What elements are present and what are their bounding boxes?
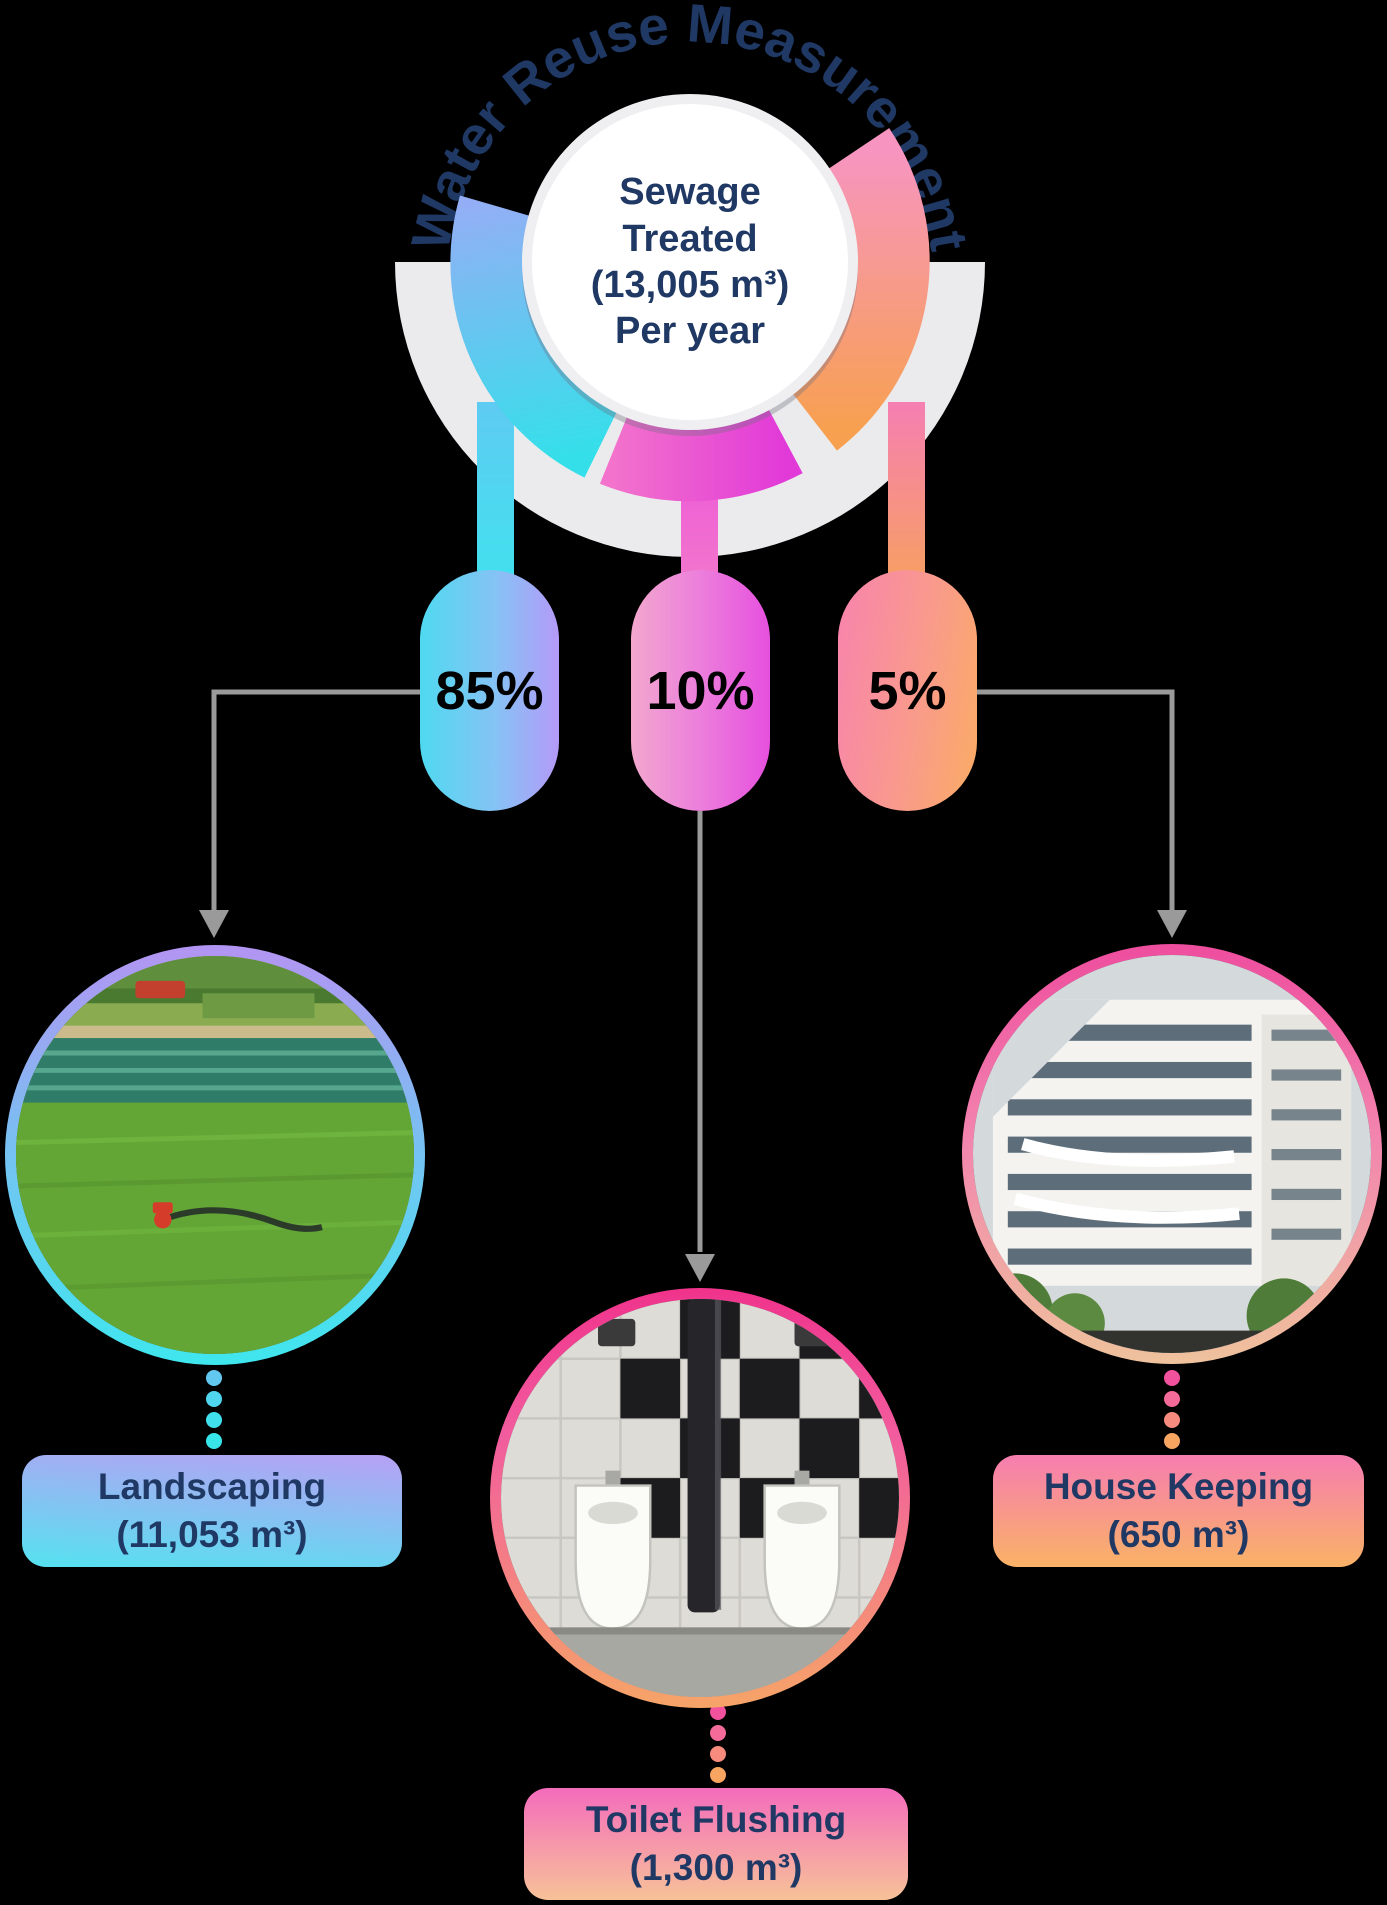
label-value: (650 m³) [1107, 1514, 1250, 1555]
percent-capsule-housekeeping: 5% [838, 570, 977, 811]
house-keeping-label: House Keeping (650 m³) [993, 1455, 1364, 1567]
toilet-photo-ring [490, 1288, 910, 1708]
landscaping-photo-ring [5, 945, 425, 1365]
percent-capsule-landscaping: 85% [420, 570, 559, 811]
label-title: Landscaping [97, 1465, 327, 1507]
toilet-photo [501, 1299, 899, 1697]
center-line-4: Per year [614, 310, 765, 353]
garden-sprinkler-illustration [16, 956, 414, 1354]
landscaping-label: Landscaping (11,053 m³) [22, 1455, 402, 1567]
housekeeping-photo-ring [962, 944, 1382, 1364]
center-circle [532, 104, 848, 420]
urinals-illustration [501, 1299, 899, 1697]
label-value: (11,053 m³) [116, 1514, 308, 1555]
label-title: Toilet Flushing [585, 1798, 847, 1840]
flow-line-landscaping [211, 689, 420, 912]
percent-label: 5% [868, 660, 947, 721]
building-illustration [973, 955, 1371, 1353]
label-title: House Keeping [1043, 1465, 1314, 1507]
percent-capsule-toilet: 10% [631, 570, 770, 811]
dotted-connector-landscaping [206, 1370, 222, 1449]
dotted-connector-toilet [710, 1704, 726, 1783]
landscaping-photo [16, 956, 414, 1354]
label-value: (1,300 m³) [629, 1847, 803, 1888]
arrow-down-icon [685, 1254, 715, 1282]
percent-label: 10% [646, 660, 755, 721]
housekeeping-photo [973, 955, 1371, 1353]
connector-bar-housekeeping [888, 402, 925, 597]
arrow-down-icon [199, 910, 229, 938]
dotted-connector-housekeeping [1164, 1370, 1180, 1449]
center-line-2: Treated [622, 217, 758, 260]
center-line-3: (13,005 m³) [590, 264, 790, 306]
donut-segment-landscaping [450, 195, 619, 478]
sewage-treated-summary: Sewage Treated (13,005 m³) Per year [525, 107, 855, 417]
flow-lines [211, 689, 1175, 1252]
donut-segment-housekeeping [790, 128, 930, 451]
flow-line-housekeeping [977, 689, 1175, 910]
toilet-flushing-label: Toilet Flushing (1,300 m³) [524, 1788, 908, 1900]
connector-bar-landscaping [477, 402, 514, 597]
percent-label: 85% [435, 660, 544, 721]
donut-segment-toilet [599, 406, 803, 502]
center-line-1: Sewage [619, 171, 761, 214]
arrow-down-icon [1157, 910, 1187, 938]
